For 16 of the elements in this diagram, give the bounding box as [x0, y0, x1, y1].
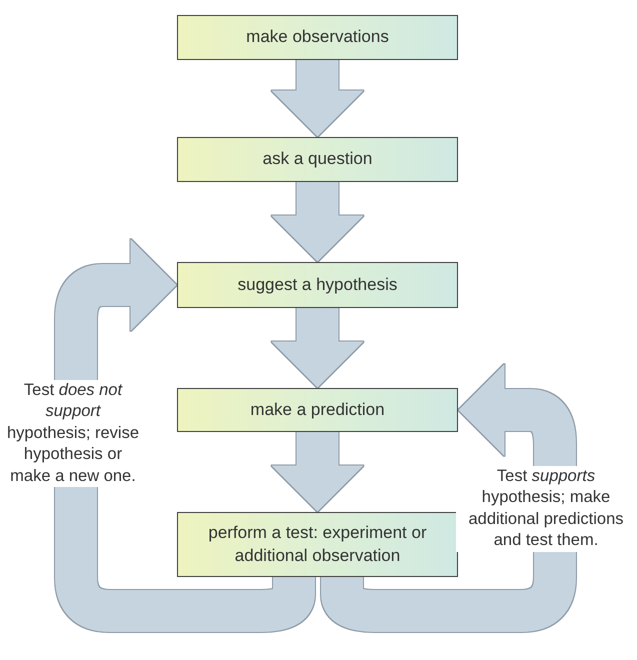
block-arrow: [272, 308, 364, 388]
step-label: make a prediction: [250, 398, 385, 421]
step-box: [177, 262, 458, 308]
step-box: [177, 388, 458, 432]
step-label: suggest a hypothesis: [238, 274, 398, 296]
step-label: perform a test: experiment or additional observation: [207, 522, 428, 566]
step-label: make observations: [246, 26, 389, 48]
block-arrow: [321, 364, 576, 632]
step-box: [177, 15, 458, 60]
step-box: [177, 512, 458, 577]
step-box: [177, 137, 458, 182]
step-label: ask a question: [262, 148, 372, 170]
block-arrow: [55, 239, 315, 632]
block-arrow: [272, 432, 364, 512]
block-arrow: [272, 182, 364, 262]
block-arrow: [272, 60, 364, 136]
